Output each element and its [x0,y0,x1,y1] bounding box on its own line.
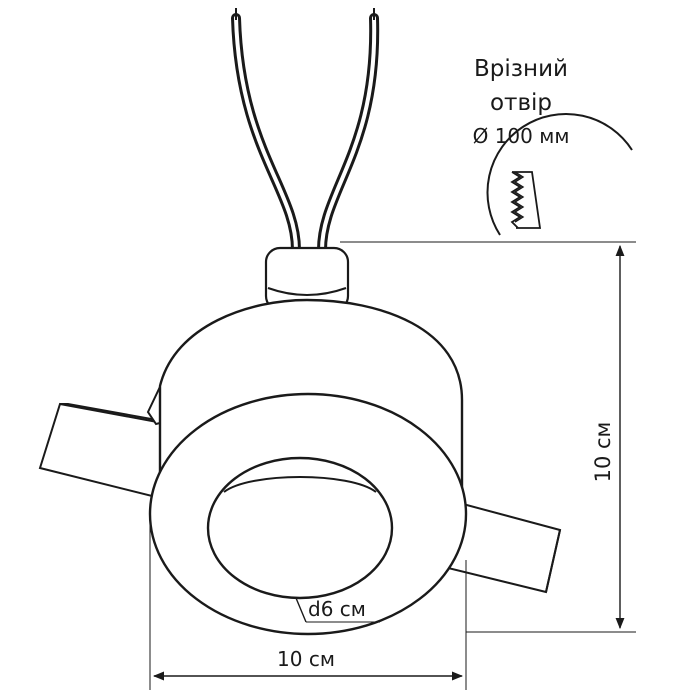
inner-diameter-callout: d6 см [295,597,380,623]
wires [231,8,380,255]
width-dimension: 10 см [149,520,467,690]
cutout-label-line1: Врізний [474,56,568,82]
width-label: 10 см [277,647,335,671]
inner-diameter-label: d6 см [308,597,366,621]
cutout-inset: Врізний отвір Ø 100 мм [473,56,633,236]
lamp-body [148,298,468,636]
left-spring-clip [38,366,174,502]
height-dimension: 10 см [340,241,636,633]
cutout-label-line2: отвір [490,90,552,116]
height-label: 10 см [591,422,615,483]
cutout-label-line3: Ø 100 мм [473,124,570,148]
